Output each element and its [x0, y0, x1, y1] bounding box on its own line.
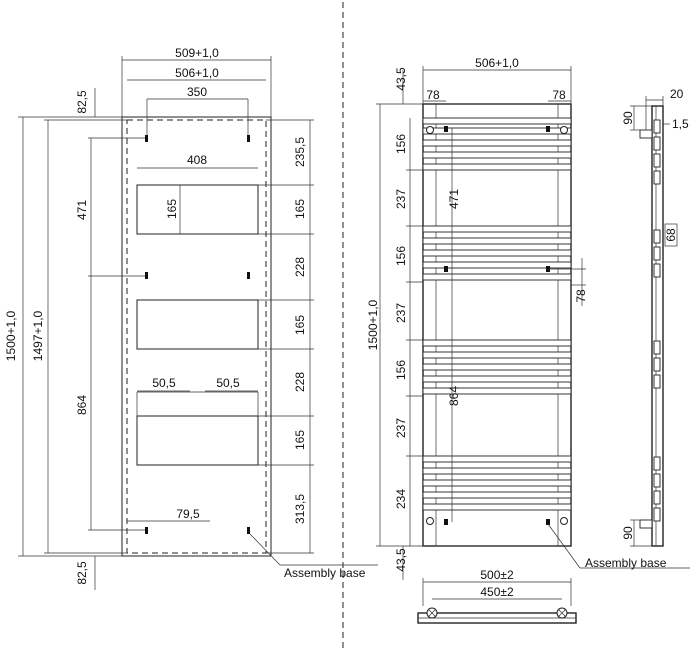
dim-side-depth: 20 [670, 87, 684, 101]
dim-spacing-1: 228 [293, 257, 307, 277]
dim-section-3: 156 [394, 246, 408, 266]
dim-side-bottom-bracket: 90 [621, 526, 635, 540]
side-bracket-bottom [639, 519, 653, 529]
dim-opening-height-3: 165 [293, 430, 307, 450]
side-view: 20 90 1,5 68 90 [621, 87, 689, 547]
panel-hidden-outline [126, 119, 267, 554]
dim-width-outer: 509+1,0 [175, 46, 219, 60]
dim-base-outer-width: 500±2 [480, 568, 514, 582]
front-assembly-base-label: Assembly base [585, 556, 667, 570]
bracket-top-right [247, 135, 250, 142]
mount-hole-bottom-right [560, 517, 568, 525]
dim-front-bracket-drop: 78 [574, 289, 588, 303]
dim-front-span: 864 [447, 386, 461, 406]
dim-spacing-2: 228 [293, 372, 307, 392]
dim-front-height: 1500+1,0 [366, 299, 380, 350]
dim-front-top-offset: 43,5 [394, 67, 408, 91]
bracket-top-left [145, 135, 148, 142]
bracket-bottom-left [145, 527, 148, 534]
dim-side-gap-left: 50,5 [152, 376, 176, 390]
dim-opening-height-1: 165 [293, 199, 307, 219]
dim-lower-bracket-gap: 864 [75, 395, 89, 415]
dim-edge-right: 78 [552, 88, 566, 102]
dim-section-4: 237 [394, 303, 408, 323]
dim-height-total: 1500+1,0 [4, 310, 18, 361]
dim-front-bottom-offset: 43,5 [394, 548, 408, 572]
dim-opening-width: 408 [187, 153, 207, 167]
dim-height-panel: 1497+1,0 [31, 310, 45, 361]
dim-side-wall: 1,5 [672, 117, 689, 131]
bar-group-mid-2 [422, 339, 572, 395]
base-view: 500±2 450±2 [417, 568, 577, 624]
left-assembly-base-label: Assembly base [284, 566, 366, 580]
opening-1 [136, 184, 259, 235]
mount-hole-top-left [426, 126, 434, 134]
bracket-bottom-right [247, 527, 250, 534]
dim-upper-bracket-gap: 471 [75, 200, 89, 220]
side-bar-ticks [653, 119, 661, 522]
dim-bracket-offset: 79,5 [176, 507, 200, 521]
dim-section-2: 237 [394, 189, 408, 209]
left-view: 509+1,0 506+1,0 350 408 1500+1,0 1497+1,… [4, 46, 378, 590]
dim-side-gap-right: 50,5 [216, 376, 240, 390]
dim-section-7: 234 [394, 489, 408, 509]
opening-3 [136, 415, 259, 466]
front-view: 506+1,0 78 78 43,5 43,5 1500+1,0 156 237… [366, 56, 690, 580]
dim-side-top-bracket: 90 [621, 111, 635, 125]
dim-width-inner: 506+1,0 [175, 66, 219, 80]
bracket-mid-right [247, 272, 250, 279]
dim-section-1: 156 [394, 134, 408, 154]
dim-top-margin: 235,5 [293, 137, 307, 167]
dim-front-width: 506+1,0 [475, 56, 519, 70]
dim-bracket-spacing: 350 [187, 85, 207, 99]
bar-group-mid-1 [422, 225, 572, 281]
dim-base-inner-width: 450±2 [480, 585, 514, 599]
dim-inner-height-1: 165 [165, 199, 179, 219]
dim-bottom-margin: 313,5 [293, 494, 307, 524]
dim-bottom-offset: 82,5 [75, 561, 89, 585]
mount-hole-bottom-left [426, 517, 434, 525]
dim-top-offset: 82,5 [75, 90, 89, 114]
dim-edge-left: 78 [426, 88, 440, 102]
side-profile [651, 105, 664, 547]
bar-group-bottom [422, 455, 572, 511]
panel-outline [121, 116, 272, 557]
dim-front-bracket-gap: 471 [447, 189, 461, 209]
dim-section-6: 237 [394, 418, 408, 438]
mount-hole-top-right [560, 126, 568, 134]
bracket-mid-left [145, 272, 148, 279]
dim-side-tube: 68 [664, 228, 678, 242]
side-bracket-top [639, 129, 653, 139]
bar-group-top [422, 117, 572, 171]
dim-opening-height-2: 165 [293, 315, 307, 335]
dim-section-5: 156 [394, 360, 408, 380]
side-tube-box [664, 223, 678, 247]
opening-2 [136, 299, 259, 350]
